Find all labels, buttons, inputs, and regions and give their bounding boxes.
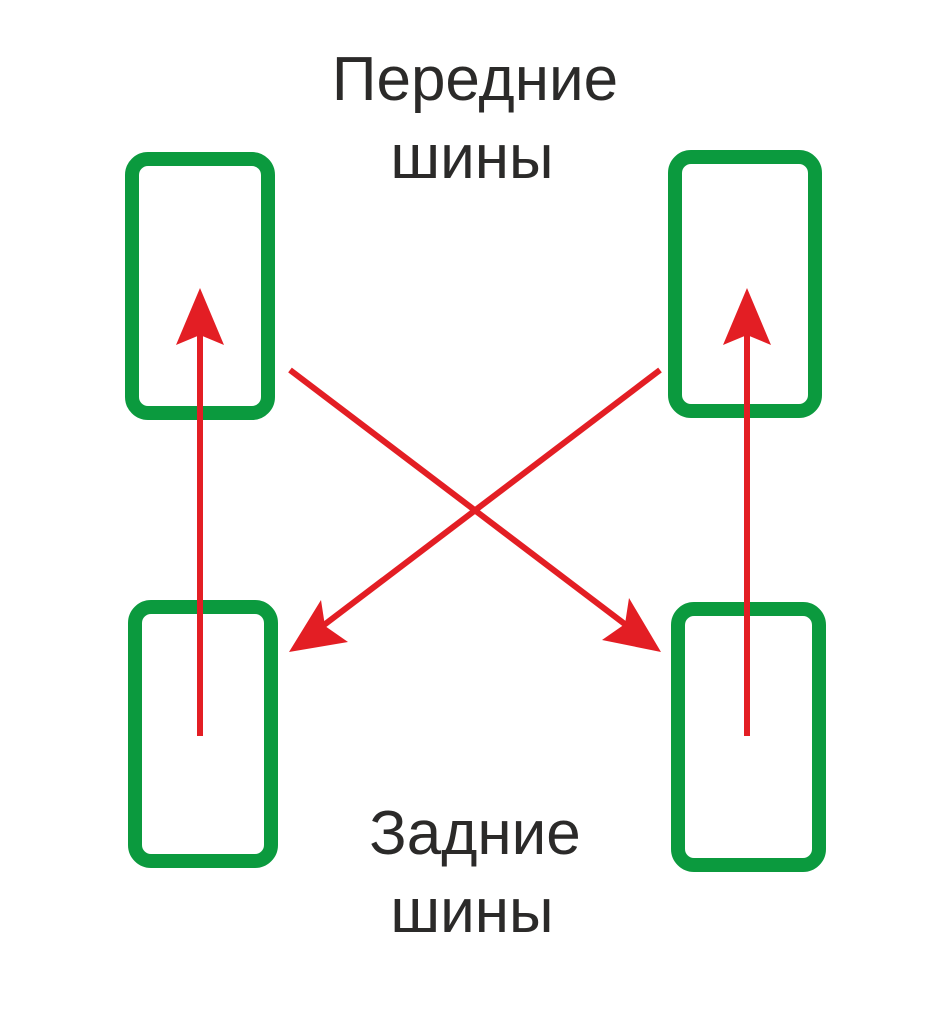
front-tires-label-line2: шины: [390, 123, 553, 192]
rear-tires-label-line2: шины: [390, 877, 553, 946]
arrow-front-left-to-rear-right: [288, 367, 661, 652]
arrow-rear-right-to-front-right: [723, 288, 771, 736]
arrow-rear-left-to-front-left: [176, 288, 224, 736]
front-tires-label-line1: Передние: [332, 45, 618, 114]
rear-tires-label-line1: Задние: [369, 799, 580, 868]
arrow-front-right-to-rear-left: [289, 367, 662, 652]
